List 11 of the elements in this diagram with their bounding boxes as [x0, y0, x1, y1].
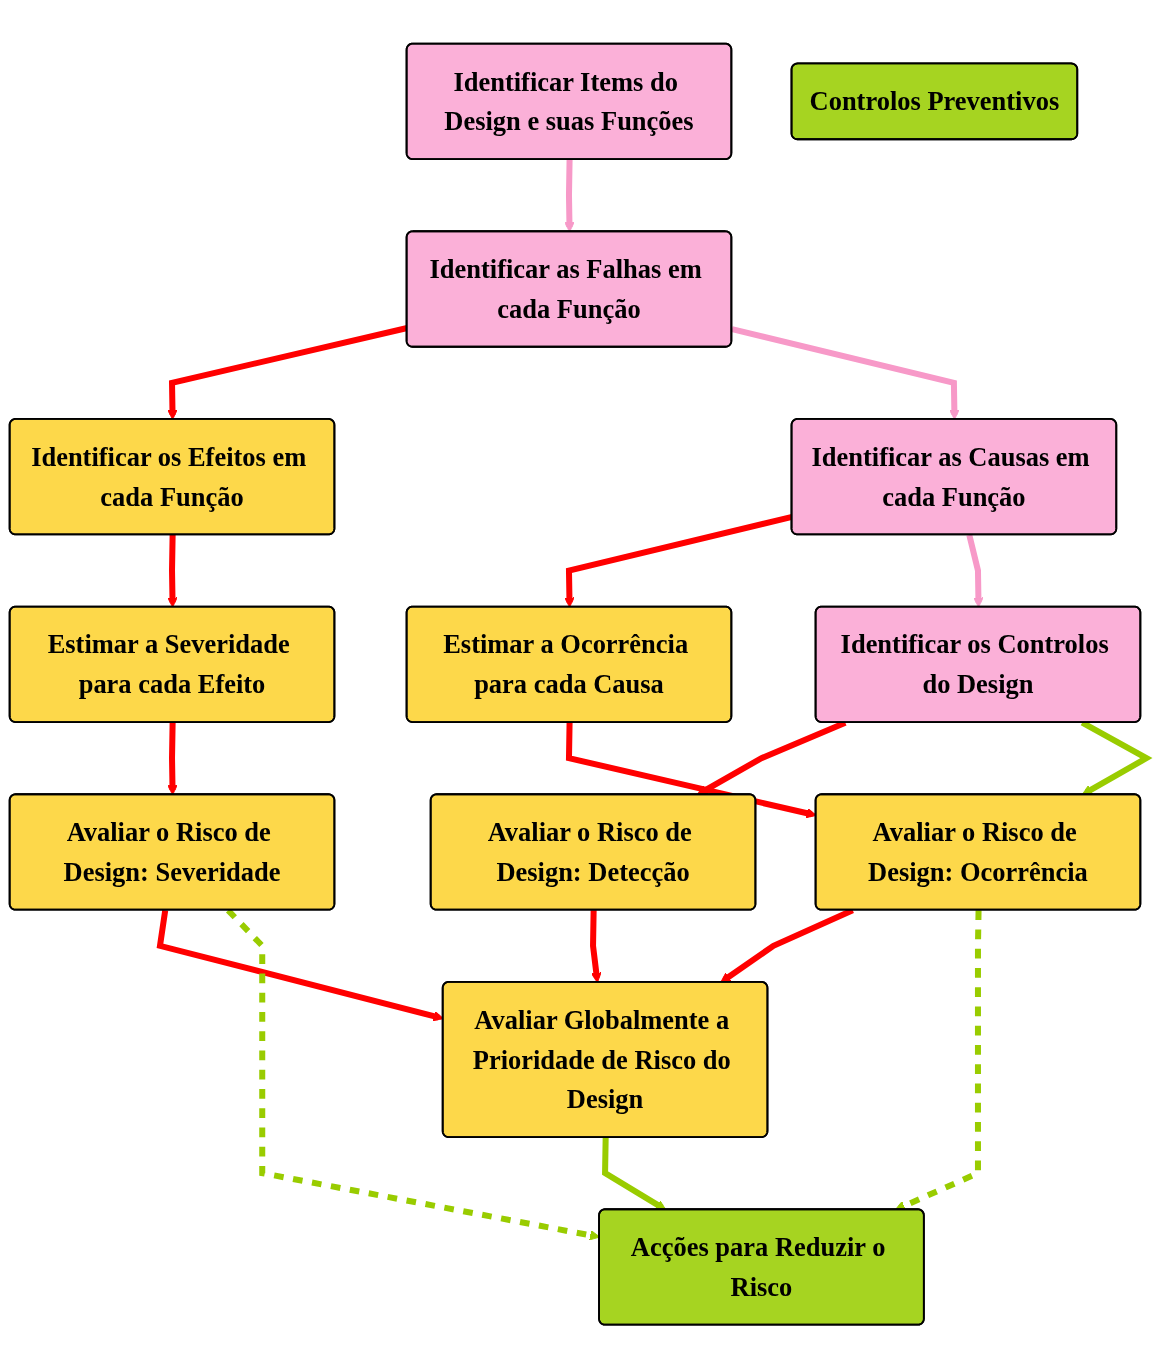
- arrow: [225, 908, 601, 1241]
- arrow: [731, 326, 960, 420]
- arrow: [590, 910, 602, 983]
- arrow: [564, 513, 793, 608]
- arrow: [894, 910, 982, 1211]
- arrow: [966, 534, 984, 608]
- arrow: [167, 534, 178, 608]
- arrow: [602, 1137, 667, 1211]
- arrow: [167, 324, 408, 420]
- arrow: [167, 722, 178, 796]
- arrow: [564, 159, 575, 233]
